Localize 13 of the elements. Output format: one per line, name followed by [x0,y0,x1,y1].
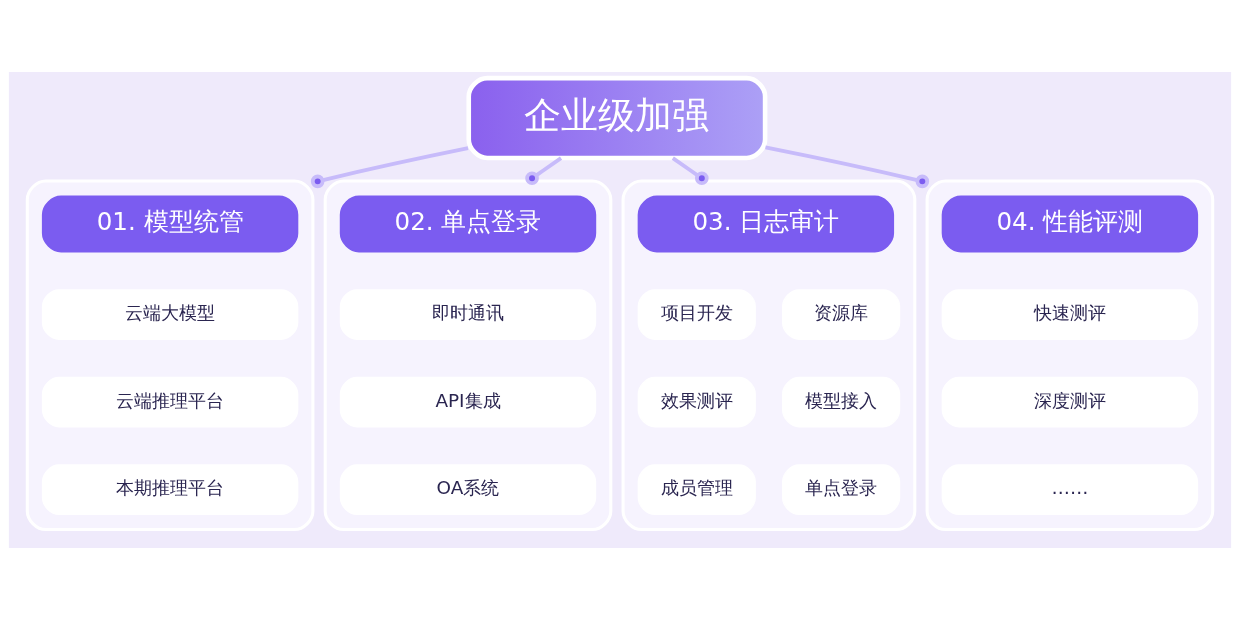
cluster [621,179,917,532]
node-box: 04. 性能评测 [941,195,1199,253]
node-box: 03. 日志审计 [637,195,895,253]
node-box: 企业级加强 [466,75,768,161]
connector [525,156,563,186]
node-box: 01. 模型统管 [41,195,299,253]
cluster [25,179,315,532]
cluster [323,179,613,532]
cluster [925,179,1215,532]
connector [671,156,709,186]
connector [765,145,930,189]
node-box: 02. 单点登录 [339,195,597,253]
connector [310,146,469,189]
